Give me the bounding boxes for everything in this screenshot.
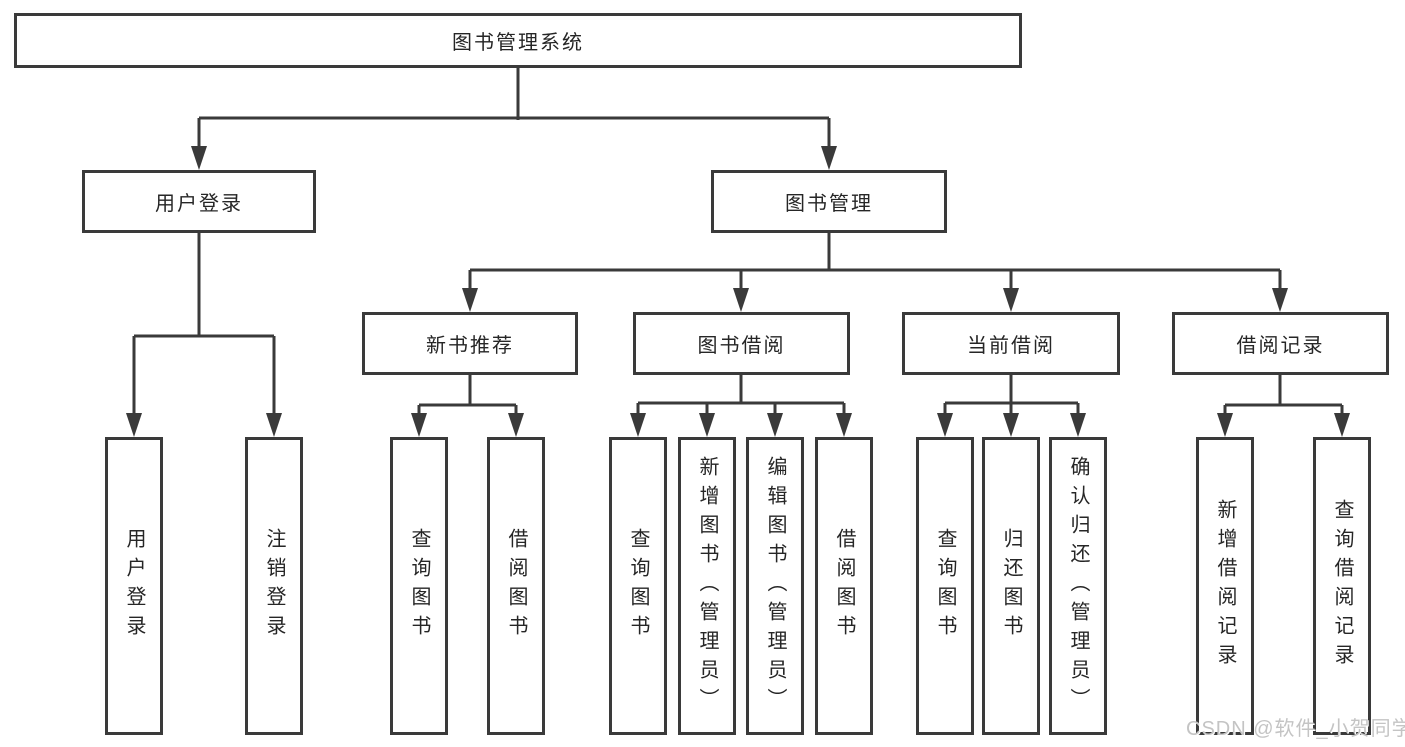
node-label: 用户登录 — [123, 528, 145, 644]
leaf-add-books-admin: 新增图书（管理员） — [678, 437, 736, 735]
node-label: 新增图书（管理员） — [696, 455, 718, 717]
node-label: 查询图书 — [408, 528, 430, 644]
leaf-add-borrow-record: 新增借阅记录 — [1196, 437, 1254, 735]
node-user-login-branch: 用户登录 — [82, 170, 316, 233]
node-label: 确认归还（管理员） — [1067, 455, 1089, 717]
arrowheads — [126, 146, 1350, 437]
node-library-management-system: 图书管理系统 — [14, 13, 1022, 68]
node-label: 归还图书 — [1000, 528, 1022, 644]
node-label: 图书管理 — [785, 193, 873, 215]
node-current-borrowing: 当前借阅 — [902, 312, 1120, 375]
node-label: 新增借阅记录 — [1214, 499, 1236, 673]
leaf-borrow-books-recommend: 借阅图书 — [487, 437, 545, 735]
node-label: 借阅图书 — [833, 528, 855, 644]
leaf-borrow-books: 借阅图书 — [815, 437, 873, 735]
node-book-management: 图书管理 — [711, 170, 947, 233]
node-label: 图书管理系统 — [452, 32, 584, 54]
csdn-watermark: CSDN @软件_小贺同学 — [1186, 718, 1405, 740]
node-book-borrowing: 图书借阅 — [633, 312, 850, 375]
node-label: 注销登录 — [263, 528, 285, 644]
node-label: 编辑图书（管理员） — [764, 455, 786, 717]
leaf-user-login: 用户登录 — [105, 437, 163, 735]
node-label: 借阅图书 — [505, 528, 527, 644]
leaf-query-books-borrowing: 查询图书 — [609, 437, 667, 735]
leaf-query-books-recommend: 查询图书 — [390, 437, 448, 735]
leaf-confirm-return-admin: 确认归还（管理员） — [1049, 437, 1107, 735]
node-label: 图书借阅 — [697, 335, 786, 357]
leaf-return-books: 归还图书 — [982, 437, 1040, 735]
tree-edges — [132, 68, 1344, 418]
node-new-book-recommendation: 新书推荐 — [362, 312, 578, 375]
node-label: 新书推荐 — [426, 335, 514, 357]
leaf-query-books-current: 查询图书 — [916, 437, 974, 735]
node-label: 查询借阅记录 — [1331, 499, 1353, 673]
node-label: 用户登录 — [155, 193, 243, 215]
leaf-logout: 注销登录 — [245, 437, 303, 735]
node-label: 当前借阅 — [967, 335, 1055, 357]
leaf-edit-books-admin: 编辑图书（管理员） — [746, 437, 804, 735]
node-label: 借阅记录 — [1236, 335, 1325, 357]
node-borrowing-records: 借阅记录 — [1172, 312, 1389, 375]
node-label: 查询图书 — [934, 528, 956, 644]
node-label: 查询图书 — [627, 528, 649, 644]
leaf-query-borrow-record: 查询借阅记录 — [1313, 437, 1371, 735]
